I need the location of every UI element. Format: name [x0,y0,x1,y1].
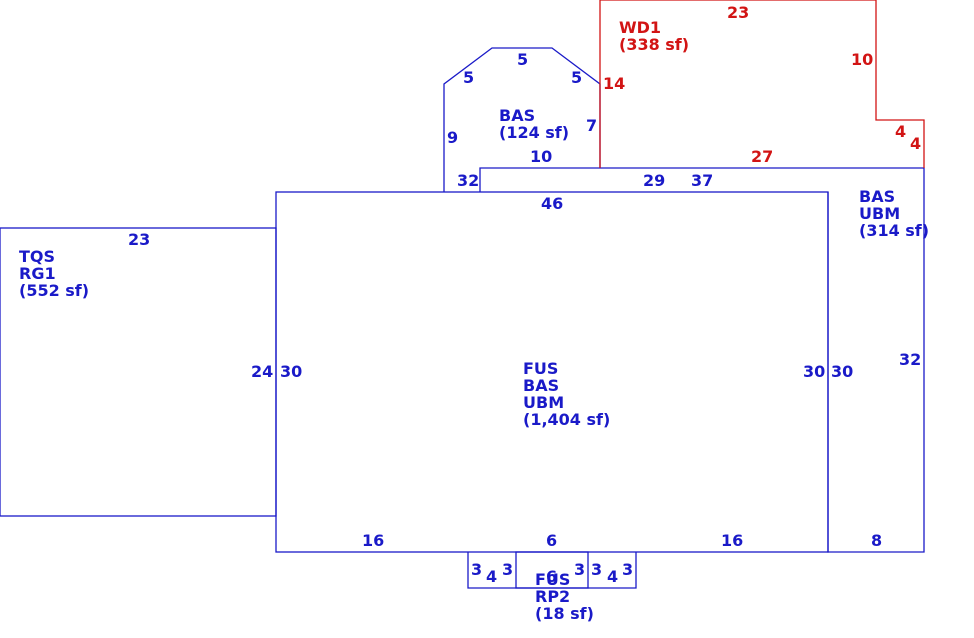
dim-wd1-step-h: 4 [895,122,906,141]
dim-bay-right-side: 7 [586,116,597,135]
dim-wd1-left: 14 [603,74,625,93]
bas-ubm-area: (314 sf) [859,221,929,240]
tqs-sublabel: RG1 [19,264,56,283]
dim-bas-left-side: 30 [831,362,853,381]
fus-rp2-label: FUS [535,570,570,589]
wd1-label: WD1 [619,18,661,37]
dim-bottom-left: 16 [362,531,384,550]
dim-b-3a: 3 [471,560,482,579]
tqs-area: (552 sf) [19,281,89,300]
bas-bay-area: (124 sf) [499,123,569,142]
bas-ubm-label: BAS [859,187,895,206]
fus-rp2-sublabel: RP2 [535,587,570,606]
dim-tqs-top: 23 [128,230,150,249]
fus-rp2-area: (18 sf) [535,604,594,623]
dim-b-3e: 3 [622,560,633,579]
dim-wd1-bottom: 27 [751,147,773,166]
dim-bay-bottom: 10 [530,147,552,166]
bas-ubm-wing-outline [479,167,925,553]
tqs-label: TQS [19,247,55,266]
dim-main-right-side: 30 [803,362,825,381]
dim-bas-bottom: 8 [871,531,882,550]
main-area: (1,404 sf) [523,410,610,429]
dim-bay-side: 9 [447,128,458,147]
wd1-area: (338 sf) [619,35,689,54]
dim-tqs-left-side: 24 [251,362,273,381]
dim-b-4a: 4 [486,567,497,586]
dim-b-3d: 3 [591,560,602,579]
dim-bay-top: 5 [517,50,528,69]
dim-b-6: 6 [546,567,557,586]
main-sublabel: BAS [523,376,559,395]
dim-bas-right-side: 32 [899,350,921,369]
dim-wd1-step-v: 4 [910,134,921,153]
bas-bay-label: BAS [499,106,535,125]
dim-bottom-mid: 6 [546,531,557,550]
dim-bay-right: 5 [571,68,582,87]
main-sublabel-2: UBM [523,393,564,412]
dim-b-4b: 4 [607,567,618,586]
bas-ubm-sublabel: UBM [859,204,900,223]
dim-bay-left: 5 [463,68,474,87]
dim-main-left-side: 30 [280,362,302,381]
dim-wd1-top: 23 [727,3,749,22]
dim-b-3b: 3 [502,560,513,579]
dim-strip-37: 37 [691,171,713,190]
dim-main-top: 46 [541,194,563,213]
dim-wd1-right: 10 [851,50,873,69]
fus-rp2-outline [515,551,589,589]
dim-bottom-right: 16 [721,531,743,550]
dim-bay-small: 32 [457,171,479,190]
wd1-deck-outline [599,0,925,168]
dim-strip-29: 29 [643,171,665,190]
dim-b-3c: 3 [574,560,585,579]
main-label: FUS [523,359,558,378]
